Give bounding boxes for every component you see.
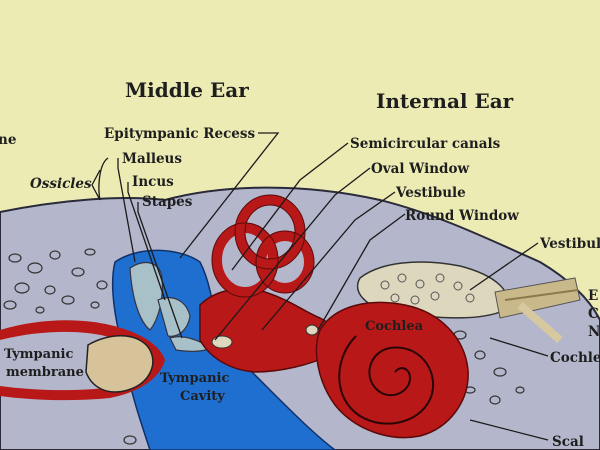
tympanic-cavity-label-2: Cavity [180, 389, 225, 404]
epitympanic-recess-label: Epitympanic Recess [104, 126, 255, 142]
tympanic-cavity-label-1: Tympanic [160, 371, 229, 386]
malleus-label: Malleus [122, 151, 182, 167]
cochlea-label: Cochlea [365, 319, 424, 334]
left-edge-partial-label: ne [0, 132, 16, 148]
tympanic-membrane-label-1: Tympanic [4, 347, 73, 362]
vestibular-partial-label: Vestibul [539, 236, 600, 252]
internal-ear-heading: Internal Ear [376, 89, 514, 113]
incus-label: Incus [132, 174, 174, 190]
round-window-label: Round Window [405, 208, 519, 224]
vestibule-label: Vestibule [395, 185, 466, 201]
oval-window-label: Oval Window [371, 161, 469, 177]
round-window-shape [306, 325, 318, 335]
middle-ear-heading: Middle Ear [125, 78, 249, 102]
scala-partial-label: Scal [552, 434, 584, 450]
oval-window-shape [212, 336, 232, 348]
ossicles-label: Ossicles [30, 176, 92, 192]
right-edge-letter-2: C [588, 306, 599, 322]
tympanic-membrane-label-2: membrane [6, 365, 84, 380]
right-edge-letter-1: E [588, 288, 598, 304]
semicircular-canals-label: Semicircular canals [350, 136, 501, 152]
stapes-label: Stapes [142, 194, 193, 210]
cochlear-partial-label: Cochle [550, 350, 600, 366]
right-edge-letter-3: N [588, 324, 600, 340]
